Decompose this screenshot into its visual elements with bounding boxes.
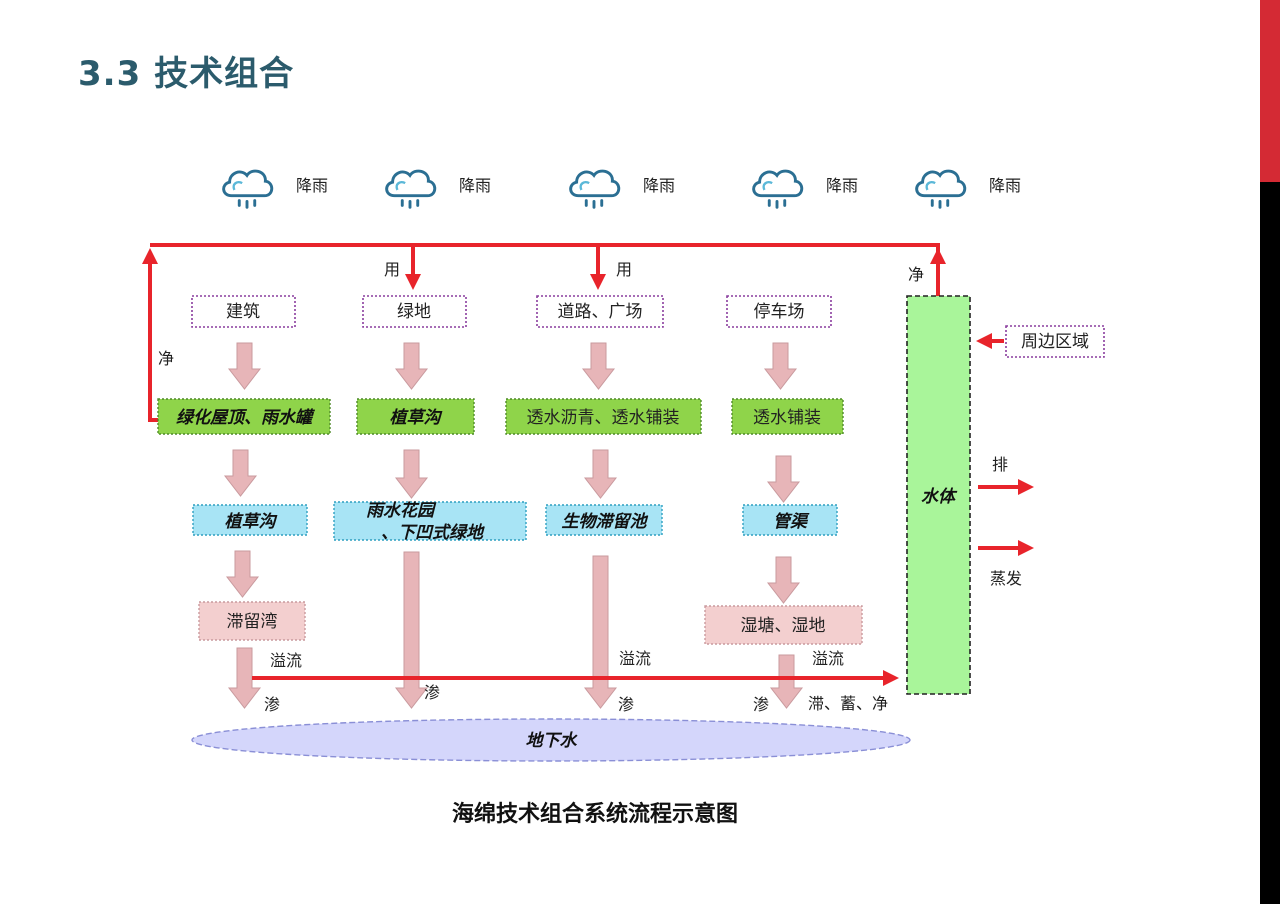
node-grass-swale-upper: 植草沟 — [356, 398, 475, 435]
down-arrow — [223, 449, 258, 497]
seep-label: 渗 — [618, 695, 634, 714]
rain-label: 降雨 — [459, 176, 491, 195]
sponge-flow-diagram: 降雨 降雨 降雨 降雨 降雨 用 用 净 净 建筑 绿地 道路、广场 — [142, 169, 1105, 762]
rain-group-3: 降雨 — [569, 169, 675, 209]
rain-cloud-icon — [569, 169, 621, 209]
down-arrow — [766, 556, 801, 604]
rain-label: 降雨 — [826, 176, 858, 195]
node-water-body: 水体 — [906, 295, 971, 695]
rain-group-1: 降雨 — [222, 169, 328, 209]
node-retention-bay: 滞留湾 — [198, 601, 306, 641]
svg-text:周边区域: 周边区域 — [1021, 332, 1089, 352]
node-permeable-paving: 透水铺装 — [731, 398, 844, 435]
pink-flow-arrows — [223, 342, 804, 709]
reuse-top-line — [150, 243, 940, 296]
node-permeable-asphalt: 透水沥青、透水铺装 — [505, 398, 702, 435]
down-arrow — [583, 449, 618, 499]
reuse-loop — [142, 243, 946, 422]
purify-label: 净 — [908, 265, 924, 284]
diagram-caption: 海绵技术组合系统流程示意图 — [451, 802, 738, 827]
svg-text:绿化屋顶、雨水罐: 绿化屋顶、雨水罐 — [176, 408, 316, 428]
rain-cloud-icon — [385, 169, 437, 209]
rain-group-4: 降雨 — [752, 169, 858, 209]
purify-label: 净 — [158, 349, 174, 368]
overflow-label: 溢流 — [270, 651, 302, 670]
svg-text:透水沥青、透水铺装: 透水沥青、透水铺装 — [527, 408, 680, 428]
reuse-left-up-arrow — [142, 248, 158, 422]
source-building: 建筑 — [191, 295, 296, 328]
long-down-arrow — [394, 551, 429, 709]
svg-text:、下凹式绿地: 、下凹式绿地 — [381, 523, 485, 543]
down-arrow — [763, 342, 798, 390]
svg-text:植草沟: 植草沟 — [225, 512, 278, 532]
down-arrow — [394, 449, 429, 499]
source-road-square: 道路、广场 — [536, 295, 664, 328]
svg-text:植草沟: 植草沟 — [390, 408, 443, 428]
down-arrow — [227, 647, 262, 709]
rain-group-2: 降雨 — [385, 169, 491, 209]
use-label: 用 — [616, 260, 632, 279]
down-arrow — [225, 550, 260, 598]
rain-cloud-icon — [752, 169, 804, 209]
svg-text:道路、广场: 道路、广场 — [558, 302, 643, 322]
use-label: 用 — [384, 260, 400, 279]
rain-label: 降雨 — [643, 176, 675, 195]
accent-bar-red — [1260, 0, 1280, 182]
seep-label: 渗 — [264, 695, 280, 714]
down-arrow — [581, 342, 616, 390]
rain-group-5: 降雨 — [915, 169, 1021, 209]
svg-text:建筑: 建筑 — [226, 302, 260, 322]
down-arrow — [769, 654, 804, 709]
svg-text:雨水花园: 雨水花园 — [366, 501, 437, 521]
accent-bar-black — [1260, 182, 1280, 904]
overflow-label: 溢流 — [812, 649, 844, 668]
svg-text:滞留湾: 滞留湾 — [227, 612, 278, 632]
long-down-arrow — [583, 555, 618, 709]
svg-text:停车场: 停车场 — [754, 302, 805, 322]
node-green-roof: 绿化屋顶、雨水罐 — [157, 398, 331, 435]
node-pipe-channel: 管渠 — [742, 504, 838, 536]
node-bioretention: 生物滞留池 — [545, 504, 663, 536]
store-purify-label: 滞、蓄、净 — [808, 694, 888, 713]
down-arrow — [227, 342, 262, 390]
rain-label: 降雨 — [989, 176, 1021, 195]
source-green-space: 绿地 — [362, 295, 467, 328]
svg-text:透水铺装: 透水铺装 — [753, 408, 821, 428]
svg-text:水体: 水体 — [921, 487, 958, 507]
evaporate-label: 蒸发 — [990, 569, 1022, 588]
rain-cloud-icon — [915, 169, 967, 209]
svg-text:绿地: 绿地 — [397, 302, 431, 322]
rain-label: 降雨 — [296, 176, 328, 195]
source-surrounding: 周边区域 — [1005, 325, 1105, 358]
rain-cloud-icon — [222, 169, 274, 209]
seep-label: 渗 — [753, 695, 769, 714]
node-grass-swale-lower: 植草沟 — [192, 504, 308, 536]
source-parking: 停车场 — [726, 295, 832, 328]
overflow-label: 溢流 — [619, 649, 651, 668]
down-arrow — [766, 455, 801, 503]
discharge-label: 排 — [992, 455, 1008, 474]
down-arrow — [394, 342, 429, 390]
svg-text:湿塘、湿地: 湿塘、湿地 — [741, 616, 826, 636]
page-title: 3.3 技术组合 — [78, 54, 295, 94]
node-rain-garden: 雨水花园 、下凹式绿地 — [333, 501, 527, 543]
node-groundwater: 地下水 — [191, 718, 911, 762]
seep-label: 渗 — [424, 683, 440, 702]
svg-text:地下水: 地下水 — [526, 731, 579, 751]
node-wet-pond: 湿塘、湿地 — [704, 605, 863, 645]
svg-text:管渠: 管渠 — [773, 512, 810, 532]
svg-text:生物滞留池: 生物滞留池 — [562, 512, 649, 532]
